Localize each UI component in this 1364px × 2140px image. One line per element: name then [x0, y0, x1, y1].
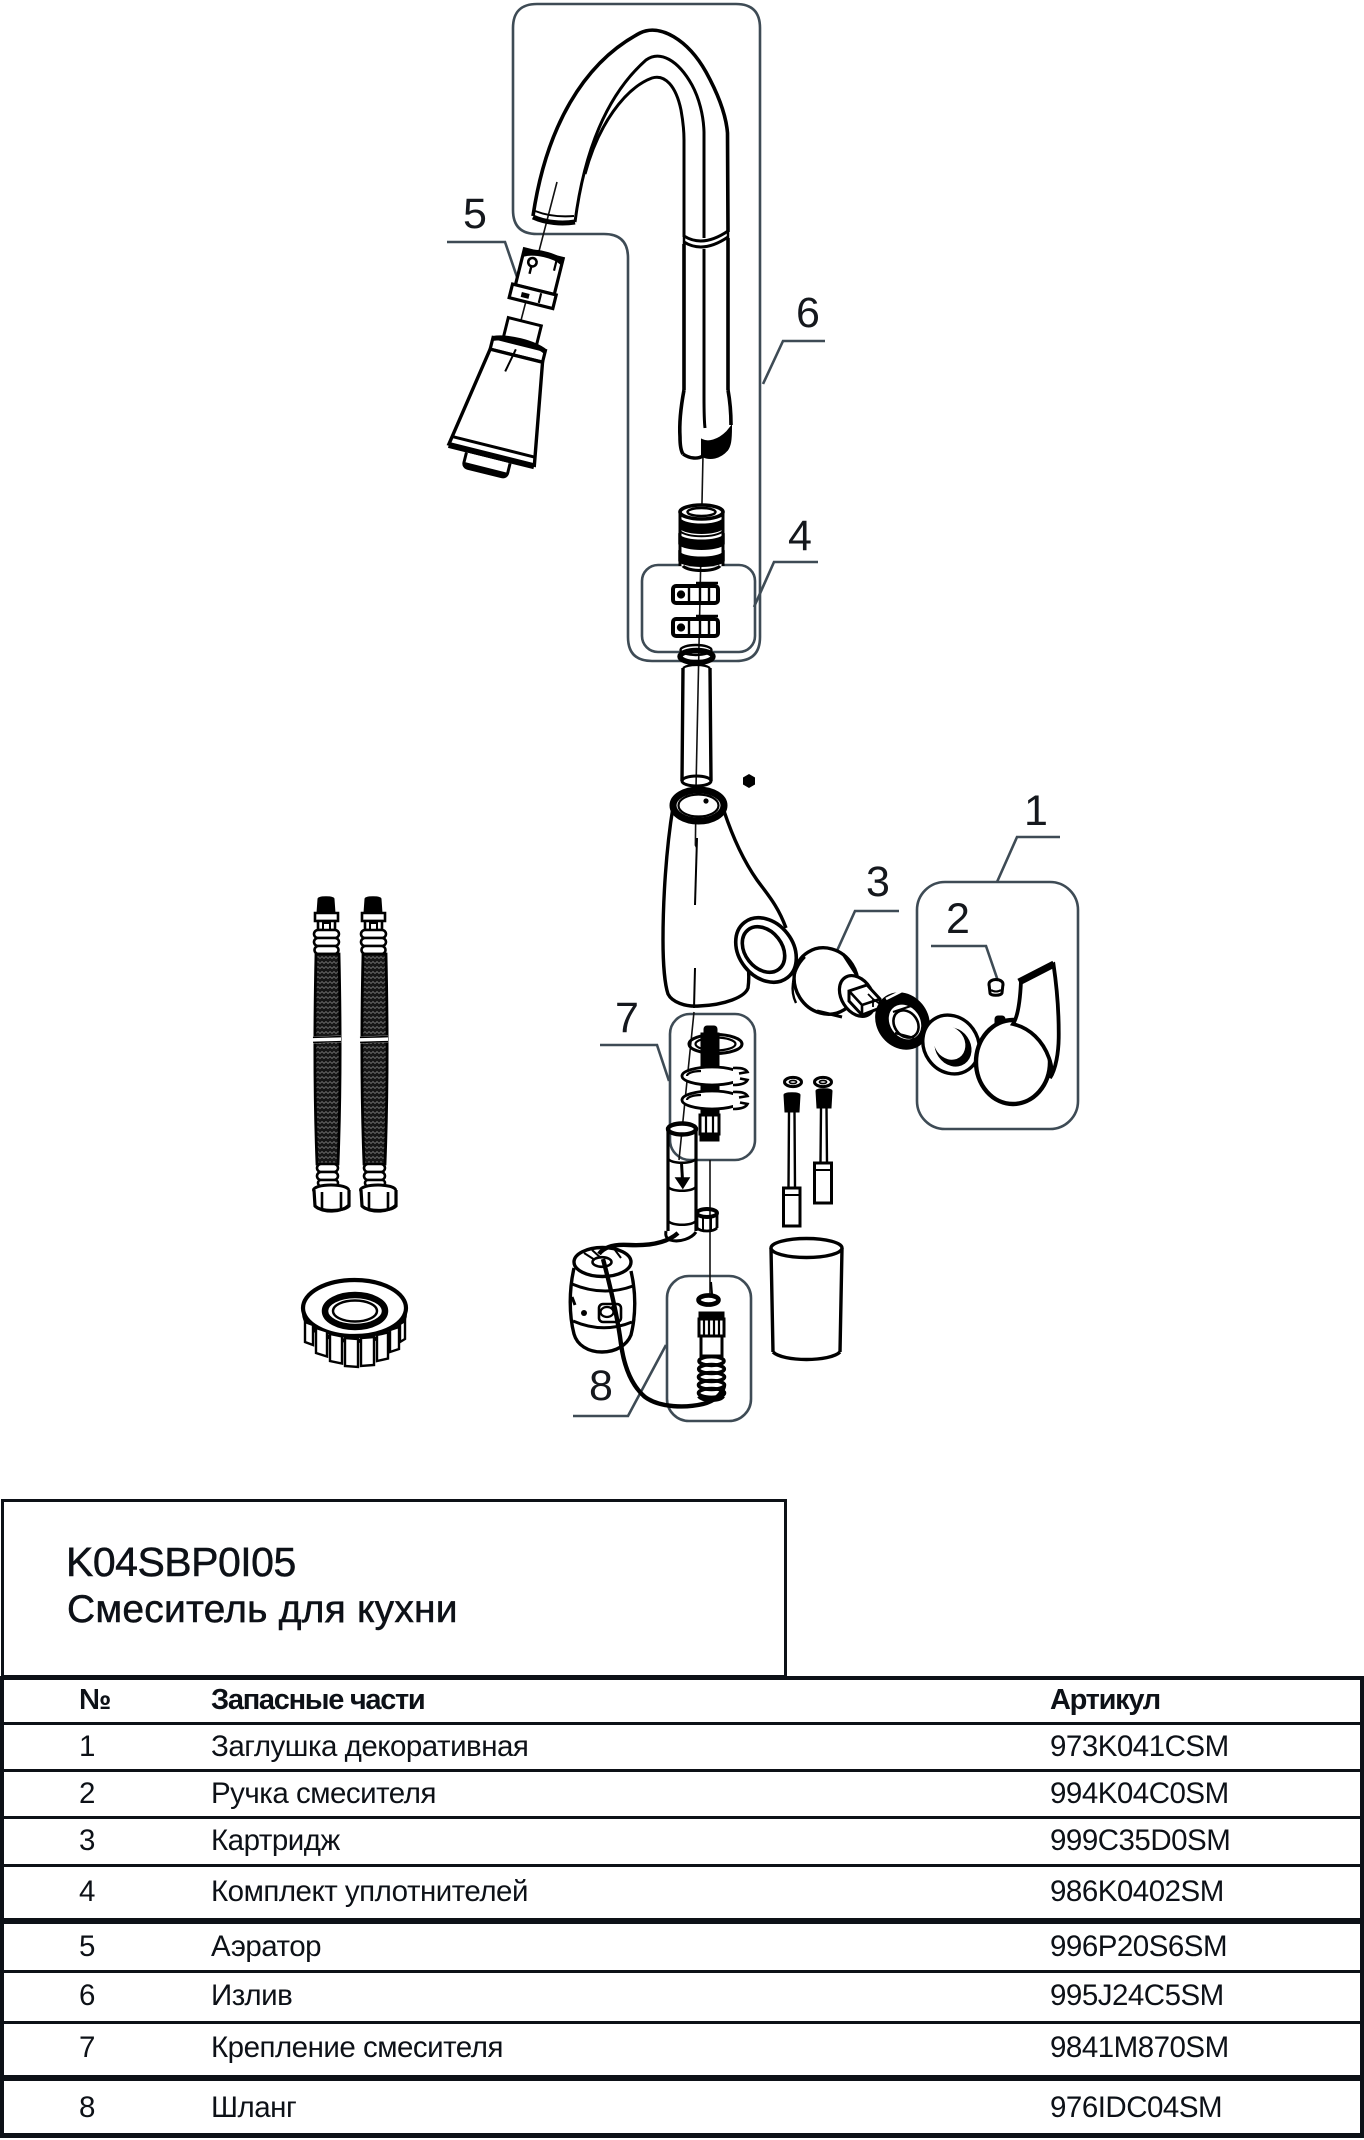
svg-text:3: 3 [866, 858, 890, 906]
svg-text:4: 4 [788, 512, 812, 560]
svg-text:1: 1 [1024, 787, 1048, 835]
svg-text:7: 7 [615, 994, 639, 1042]
svg-text:8: 8 [589, 1362, 613, 1410]
svg-text:2: 2 [946, 895, 970, 943]
svg-text:5: 5 [463, 190, 487, 238]
svg-text:6: 6 [796, 289, 820, 337]
